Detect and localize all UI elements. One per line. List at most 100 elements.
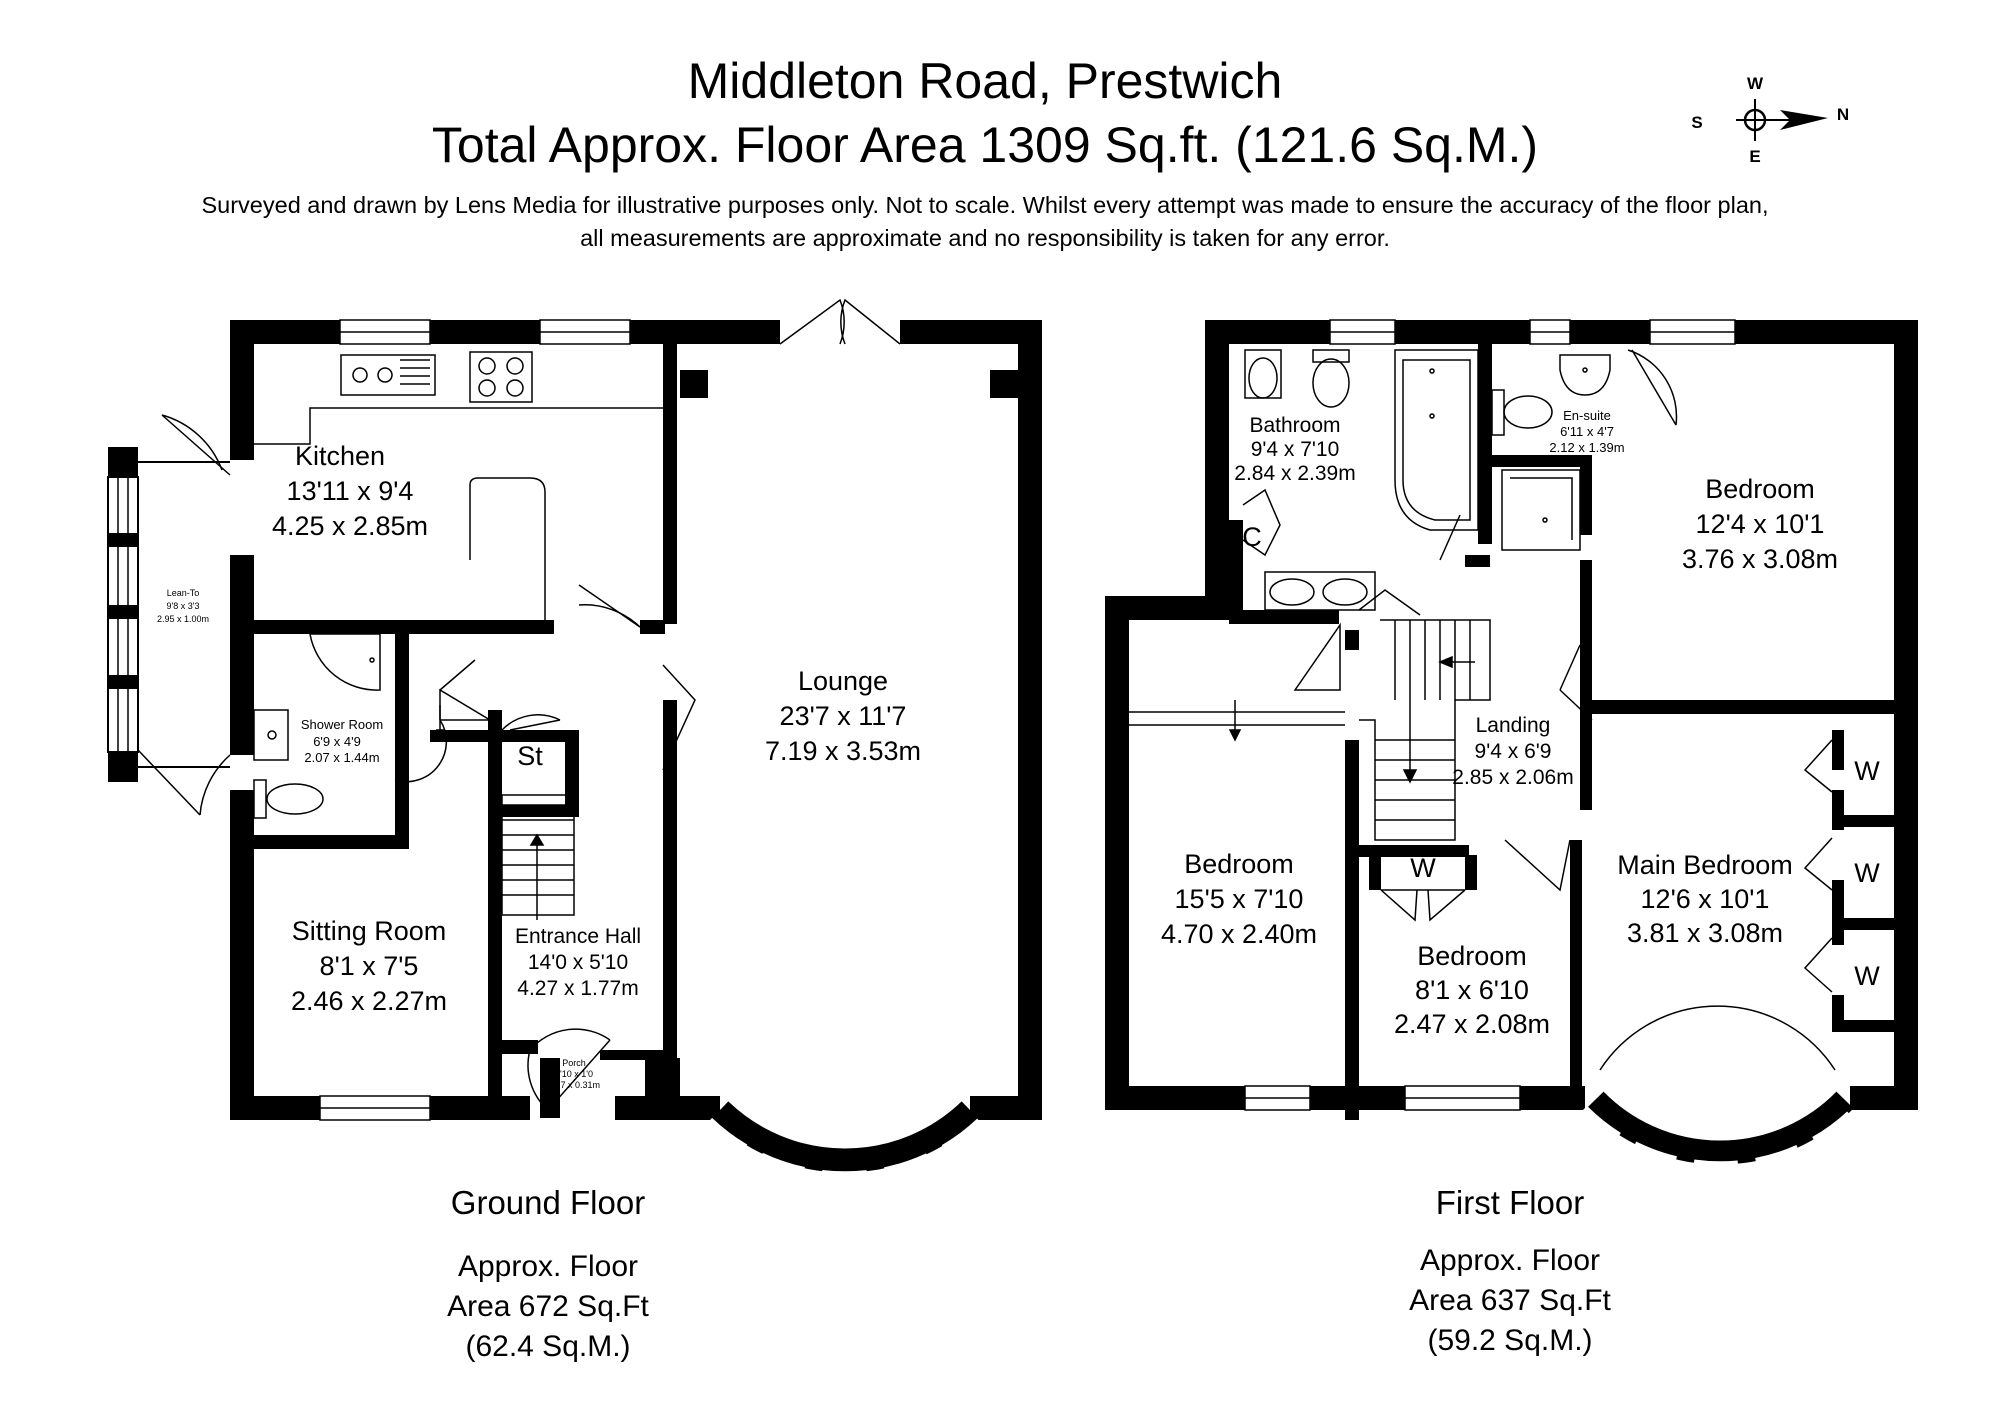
page-title: Middleton Road, Prestwich — [688, 53, 1283, 109]
first-floor-walls — [1105, 320, 1918, 1120]
room-imperial: 12'4 x 10'1 — [1696, 509, 1825, 539]
floor-area-line-1: Approx. Floor — [1420, 1244, 1600, 1277]
room-metric: 3.81 x 3.08m — [1627, 918, 1783, 948]
floor-area-line-3: (59.2 Sq.M.) — [1427, 1324, 1592, 1357]
room-imperial: 14'0 x 5'10 — [528, 951, 628, 974]
room-name: Kitchen — [295, 441, 385, 471]
room-imperial: 8'1 x 6'10 — [1415, 975, 1529, 1005]
room-metric: 4.27 x 1.77m — [517, 977, 638, 1000]
room-name: Lounge — [798, 666, 888, 696]
compass-s: S — [1691, 113, 1702, 132]
room-metric: 2.84 x 2.39m — [1234, 462, 1355, 485]
room-imperial: 9'4 x 6'9 — [1475, 740, 1552, 763]
bedroom-large-fitting — [1129, 700, 1345, 742]
main-bedroom-wardrobe-doors — [1803, 739, 1833, 993]
compass-icon: W S E N — [1691, 74, 1849, 166]
room-name: Porch — [562, 1058, 586, 1068]
room-entrance-hall: Entrance Hall 14'0 x 5'10 4.27 x 1.77m — [515, 925, 641, 1000]
room-metric: 2.46 x 2.27m — [291, 986, 447, 1016]
floor-area-line-1: Approx. Floor — [458, 1250, 638, 1283]
room-imperial: 9'4 x 7'10 — [1251, 438, 1340, 461]
room-imperial: 13'11 x 9'4 — [287, 476, 414, 506]
room-name: Shower Room — [301, 717, 383, 732]
room-name: Lean-To — [167, 588, 200, 598]
room-store: St — [517, 741, 543, 771]
room-imperial: 15'5 x 7'10 — [1175, 884, 1304, 914]
room-kitchen: Kitchen 13'11 x 9'4 4.25 x 2.85m — [272, 441, 428, 541]
room-bedroom-rear: Bedroom 12'4 x 10'1 3.76 x 3.08m — [1682, 474, 1838, 574]
room-bedroom-small: Bedroom 8'1 x 6'10 2.47 x 2.08m — [1394, 941, 1550, 1039]
first-floor-windows — [1244, 319, 1736, 1111]
floor-area-line-2: Area 637 Sq.Ft — [1409, 1284, 1611, 1317]
room-name: Entrance Hall — [515, 925, 641, 948]
lean-to-structure — [107, 414, 231, 816]
room-metric: 4.70 x 2.40m — [1161, 919, 1317, 949]
room-metric: 2.47 x 2.08m — [1394, 1009, 1550, 1039]
room-metric: 7.19 x 3.53m — [765, 736, 921, 766]
room-name: Sitting Room — [292, 916, 447, 946]
room-imperial: 23'7 x 11'7 — [780, 701, 907, 731]
room-metric: 3.76 x 3.08m — [1682, 544, 1838, 574]
room-imperial: 6'11 x 4'7 — [1560, 424, 1614, 439]
floor-name: Ground Floor — [451, 1184, 645, 1221]
room-imperial: 8'1 x 7'5 — [320, 951, 419, 981]
room-cupboard: C — [1242, 522, 1262, 552]
wardrobe-label-small-bedroom: W — [1410, 853, 1436, 883]
ground-floor-stairs — [501, 794, 575, 920]
first-floor-caption: First Floor Approx. Floor Area 637 Sq.Ft… — [1409, 1184, 1611, 1357]
disclaimer-line-2: all measurements are approximate and no … — [580, 225, 1390, 251]
room-imperial: 12'6 x 10'1 — [1641, 884, 1770, 914]
room-imperial: 5'10 x 1'0 — [555, 1069, 593, 1079]
room-name: Main Bedroom — [1617, 850, 1793, 880]
first-floor-stairs — [1293, 514, 1593, 892]
room-name: Landing — [1476, 714, 1551, 737]
room-landing: Landing 9'4 x 6'9 2.85 x 2.06m — [1452, 714, 1573, 789]
first-floor-plan: Bathroom 9'4 x 7'10 2.84 x 2.39m C En-su… — [1105, 319, 1918, 1168]
room-porch: Porch 5'10 x 1'0 1.77 x 0.31m — [548, 1058, 600, 1090]
wardrobe-label-3: W — [1854, 961, 1880, 991]
floor-name: First Floor — [1436, 1184, 1585, 1221]
ground-floor-doors — [501, 584, 696, 1112]
room-metric: 2.85 x 2.06m — [1452, 766, 1573, 789]
compass-w: W — [1747, 74, 1764, 93]
small-bedroom-wardrobe-doors — [1380, 889, 1466, 922]
room-en-suite: En-suite 6'11 x 4'7 2.12 x 1.39m — [1549, 408, 1624, 455]
kitchen-fittings — [254, 351, 663, 620]
lounge-french-doors — [779, 298, 901, 345]
compass-n: N — [1837, 105, 1849, 124]
room-metric: 2.12 x 1.39m — [1549, 440, 1624, 455]
shower-room-fixtures — [253, 633, 491, 819]
room-metric: 1.77 x 0.31m — [548, 1080, 600, 1090]
room-metric: 4.25 x 2.85m — [272, 511, 428, 541]
room-lounge: Lounge 23'7 x 11'7 7.19 x 3.53m — [765, 666, 921, 766]
room-name: St — [517, 741, 543, 771]
ground-floor-caption: Ground Floor Approx. Floor Area 672 Sq.F… — [447, 1184, 649, 1363]
wardrobe-labels: W W W W — [1410, 756, 1880, 991]
room-imperial: 6'9 x 4'9 — [313, 734, 361, 749]
room-sitting-room: Sitting Room 8'1 x 7'5 2.46 x 2.27m — [291, 916, 447, 1016]
wardrobe-label-2: W — [1854, 858, 1880, 888]
room-metric: 2.07 x 1.44m — [304, 750, 379, 765]
room-name: Bedroom — [1705, 474, 1815, 504]
floor-area-line-3: (62.4 Sq.M.) — [465, 1330, 630, 1363]
room-bedroom-large: Bedroom 15'5 x 7'10 4.70 x 2.40m — [1161, 849, 1317, 949]
room-shower-room: Shower Room 6'9 x 4'9 2.07 x 1.44m — [301, 717, 383, 765]
room-lean-to: Lean-To 9'8 x 3'3 2.95 x 1.00m — [157, 588, 209, 624]
total-floor-area: Total Approx. Floor Area 1309 Sq.ft. (12… — [432, 117, 1538, 173]
main-bedroom-bay-window — [1582, 1005, 1858, 1168]
room-metric: 2.95 x 1.00m — [157, 614, 209, 624]
ground-floor-plan: Kitchen 13'11 x 9'4 4.25 x 2.85m Lean-To… — [107, 298, 1042, 1178]
disclaimer-line-1: Surveyed and drawn by Lens Media for ill… — [201, 192, 1768, 218]
room-name: Bedroom — [1417, 941, 1527, 971]
room-bathroom: Bathroom 9'4 x 7'10 2.84 x 2.39m — [1234, 414, 1355, 485]
room-name: Bathroom — [1249, 414, 1340, 437]
floor-area-line-2: Area 672 Sq.Ft — [447, 1290, 649, 1323]
room-imperial: 9'8 x 3'3 — [167, 601, 200, 611]
en-suite-fixtures — [1491, 349, 1678, 551]
room-name: Bedroom — [1184, 849, 1294, 879]
room-name: En-suite — [1563, 408, 1611, 423]
room-name: C — [1242, 522, 1262, 552]
ground-floor-windows — [319, 319, 631, 1121]
lounge-bay-window — [707, 1101, 983, 1178]
